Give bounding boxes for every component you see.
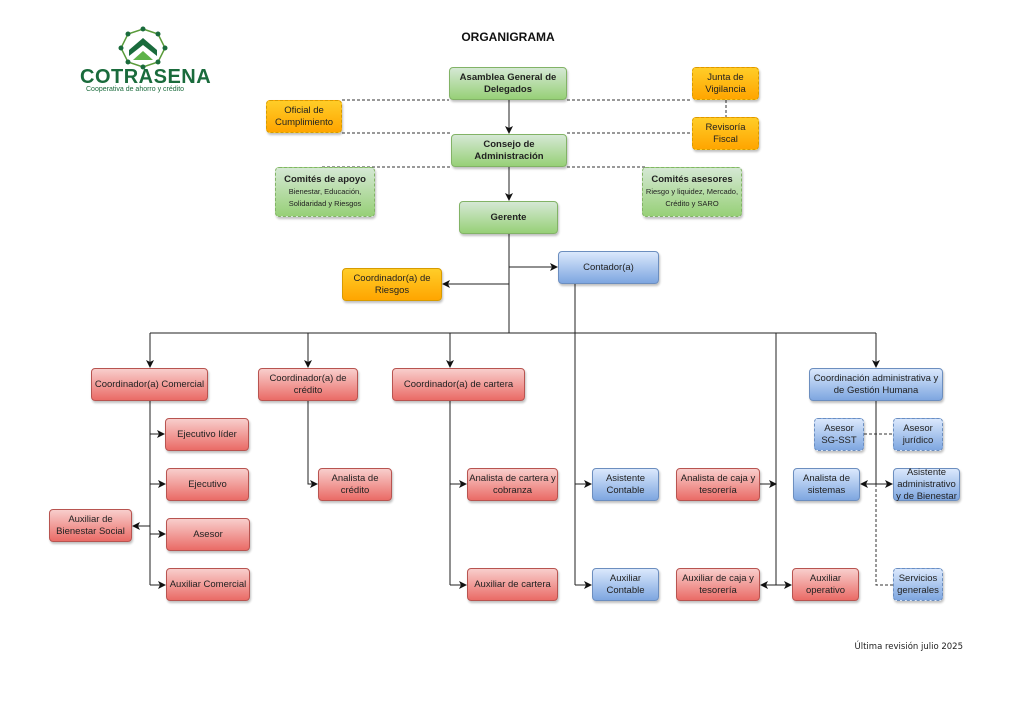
comites-asesores-title: Comités asesores [651, 174, 733, 185]
node-analista-sistemas: Analista de sistemas [793, 468, 860, 501]
node-analista-credito: Analista de crédito [318, 468, 392, 501]
node-asistente-contable: Asistente Contable [592, 468, 659, 501]
node-analista-caja: Analista de caja y tesorería [676, 468, 760, 501]
logo-name: COTRASENA [80, 66, 212, 88]
node-contador: Contador(a) [558, 251, 659, 284]
comites-apoyo-detail: Bienestar, Educación, Solidaridad y Ries… [288, 187, 362, 208]
node-gerente: Gerente [459, 201, 558, 234]
node-junta-vigilancia: Junta de Vigilancia [692, 67, 759, 100]
node-revisoria-fiscal: Revisoría Fiscal [692, 117, 759, 150]
node-comites-asesores: Comités asesores Riesgo y liquidez, Merc… [642, 167, 742, 217]
node-auxiliar-operativo: Auxiliar operativo [792, 568, 859, 601]
node-oficial-cumplimiento: Oficial de Cumplimiento [266, 100, 342, 133]
node-comites-apoyo: Comités de apoyo Bienestar, Educación, S… [275, 167, 375, 217]
cotrasena-logo-icon [118, 26, 168, 70]
revision-note: Última revisión julio 2025 [854, 642, 963, 652]
node-auxiliar-comercial: Auxiliar Comercial [166, 568, 250, 601]
node-asesor: Asesor [166, 518, 250, 551]
node-coord-cartera: Coordinador(a) de cartera [392, 368, 525, 401]
logo-tagline: Cooperativa de ahorro y crédito [86, 86, 185, 93]
comites-apoyo-title: Comités de apoyo [284, 174, 366, 185]
page-title: ORGANIGRAMA [461, 30, 555, 44]
node-servicios-generales: Servicios generales [893, 568, 943, 601]
node-coord-administrativa: Coordinación administrativa y de Gestión… [809, 368, 943, 401]
node-coord-riesgos: Coordinador(a) de Riesgos [342, 268, 442, 301]
node-ejecutivo: Ejecutivo [166, 468, 249, 501]
node-asamblea: Asamblea General de Delegados [449, 67, 567, 100]
node-analista-cartera: Analista de cartera y cobranza [467, 468, 558, 501]
node-auxiliar-bienestar: Auxiliar de Bienestar Social [49, 509, 132, 542]
node-asistente-administrativo: Asistente administrativo y de Bienestar [893, 467, 960, 502]
node-coord-comercial: Coordinador(a) Comercial [91, 368, 208, 401]
node-auxiliar-caja: Auxiliar de caja y tesorería [676, 568, 760, 601]
node-ejecutivo-lider: Ejecutivo líder [165, 418, 249, 451]
node-consejo: Consejo de Administración [451, 134, 567, 167]
node-auxiliar-cartera: Auxiliar de cartera [467, 568, 558, 601]
node-auxiliar-contable: Auxiliar Contable [592, 568, 659, 601]
node-asesor-juridico: Asesor jurídico [893, 418, 943, 451]
node-asesor-sst: Asesor SG-SST [814, 418, 864, 451]
node-coord-credito: Coordinador(a) de crédito [258, 368, 358, 401]
comites-asesores-detail: Riesgo y liquidez, Mercado, Crédito y SA… [645, 187, 739, 208]
